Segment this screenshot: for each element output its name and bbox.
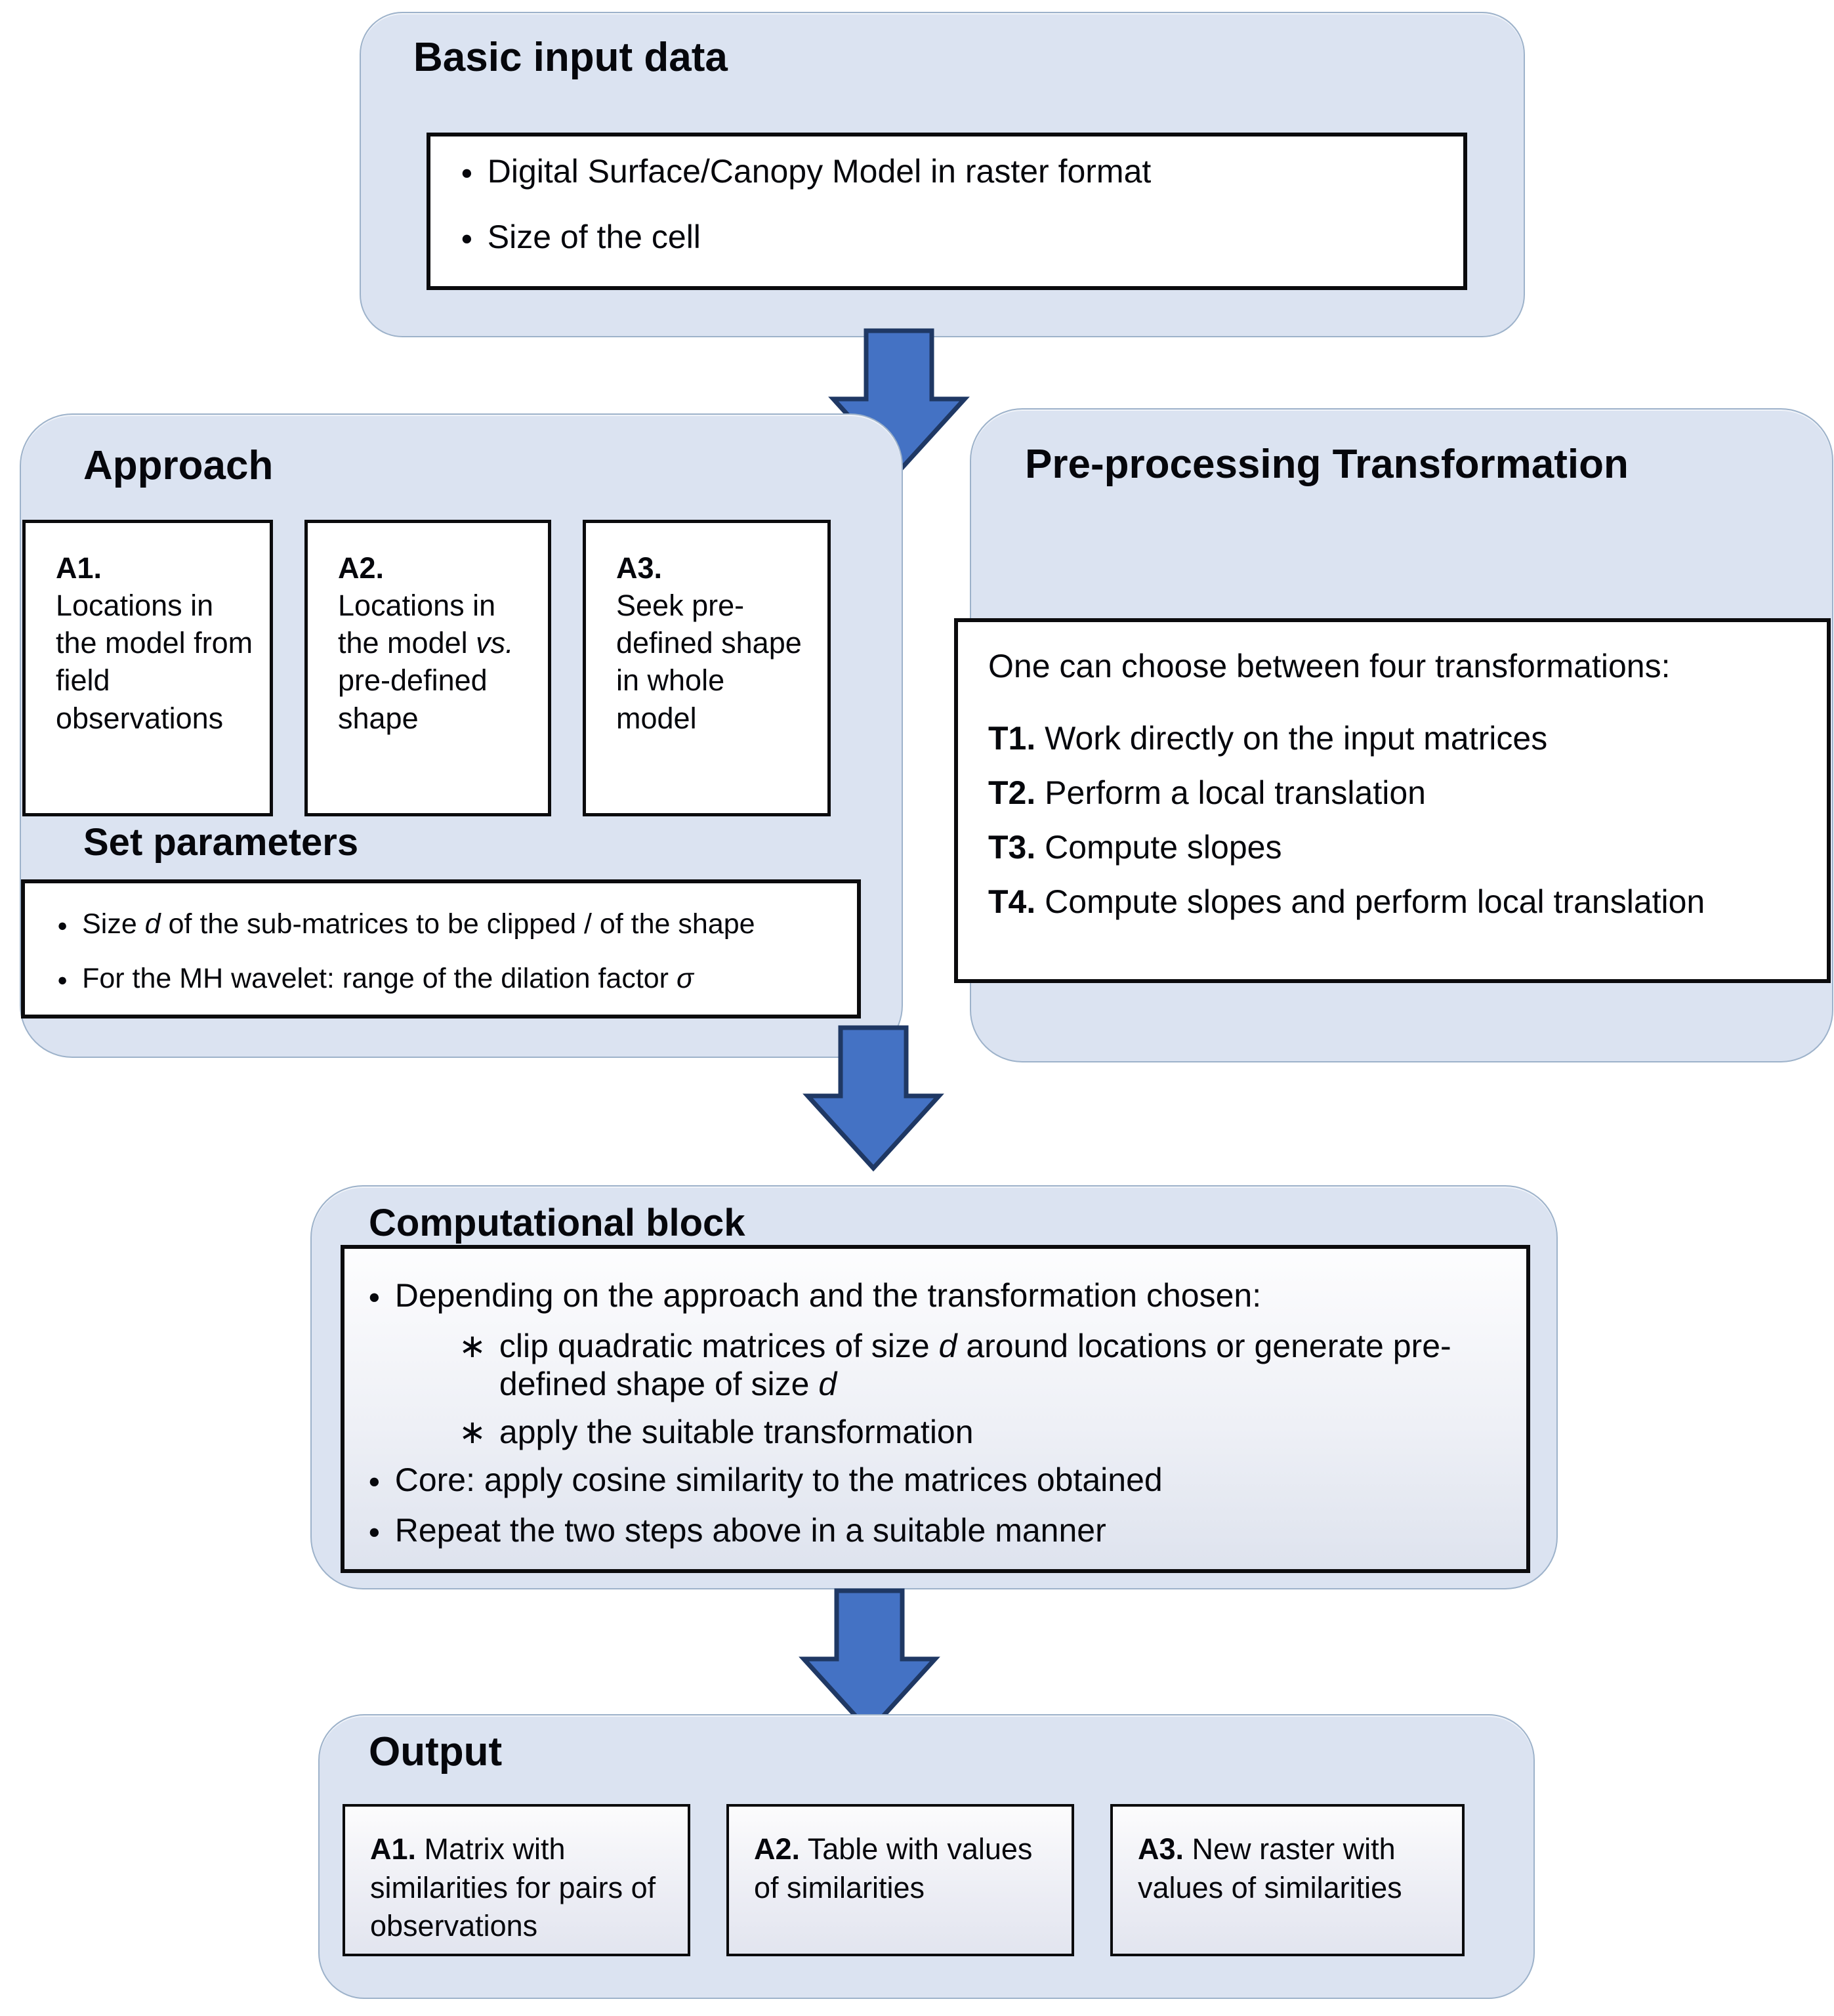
basic-input-box bbox=[427, 133, 1467, 290]
basic-input-list: ● Digital Surface/Canopy Model in raster… bbox=[461, 152, 1432, 284]
item-label: T2. bbox=[988, 774, 1036, 811]
approach-card-a3: A3. Seek pre-defined shape in whole mode… bbox=[583, 520, 831, 816]
list-item: ● Size d of the sub-matrices to be clipp… bbox=[57, 908, 831, 943]
bullet-dot-icon: ● bbox=[368, 1285, 381, 1308]
computational-list: ● Depending on the approach and the tran… bbox=[341, 1245, 1530, 1562]
card-text: Seek pre-defined shape in whole model bbox=[616, 589, 802, 735]
preprocessing-intro: One can choose between four transformati… bbox=[988, 648, 1671, 684]
list-item-text: apply the suitable transformation bbox=[499, 1414, 974, 1450]
card-label: A2. bbox=[754, 1832, 801, 1866]
computational-panel: Computational block ● Depending on the a… bbox=[310, 1185, 1558, 1589]
item-text: Perform a local translation bbox=[1045, 774, 1426, 811]
card-text: Table with values of similarities bbox=[754, 1832, 1033, 1904]
bullet-dot-icon: ● bbox=[57, 915, 68, 935]
output-card-a1: A1. Matrix with similarities for pairs o… bbox=[343, 1804, 690, 1956]
list-item: ● For the MH wavelet: range of the dilat… bbox=[57, 963, 831, 998]
list-item: ● Depending on the approach and the tran… bbox=[368, 1276, 1507, 1317]
list-item-text: clip quadratic matrices of size d around… bbox=[499, 1328, 1451, 1402]
bullet-dot-icon: ● bbox=[57, 970, 68, 990]
bullet-dot-icon: ● bbox=[368, 1469, 381, 1492]
down-arrow-icon bbox=[802, 1025, 944, 1171]
card-text: Locations in the model from field observ… bbox=[56, 589, 253, 735]
list-item-text: Size of the cell bbox=[487, 219, 701, 255]
list-item: T2. Perform a local translation bbox=[988, 774, 1811, 812]
list-item: ● Size of the cell bbox=[461, 218, 1432, 259]
card-text: Matrix with similarities for pairs of ob… bbox=[370, 1832, 656, 1942]
approach-panel: Approach A1. Locations in the model from… bbox=[20, 413, 903, 1058]
computational-title: Computational block bbox=[369, 1202, 745, 1244]
preprocessing-box bbox=[954, 618, 1831, 983]
list-item-text: Repeat the two steps above in a suitable… bbox=[394, 1512, 1106, 1549]
output-title: Output bbox=[369, 1729, 503, 1774]
set-parameters-title: Set parameters bbox=[83, 821, 359, 864]
list-item: ● Digital Surface/Canopy Model in raster… bbox=[461, 152, 1432, 193]
item-text: Compute slopes bbox=[1045, 829, 1282, 866]
item-text: Work directly on the input matrices bbox=[1045, 720, 1548, 757]
list-item-text: Depending on the approach and the transf… bbox=[394, 1277, 1262, 1314]
preprocessing-panel: Pre-processing Transformation One can ch… bbox=[954, 408, 1833, 1062]
approach-card-a2: A2. Locations in the model vs. pre-defin… bbox=[304, 520, 551, 816]
list-item: T3. Compute slopes bbox=[988, 828, 1811, 866]
card-label: A2. bbox=[338, 551, 385, 585]
card-text: New raster with values of similarities bbox=[1138, 1832, 1402, 1904]
card-label: A1. bbox=[370, 1832, 417, 1866]
list-item-text: For the MH wavelet: range of the dilatio… bbox=[82, 963, 694, 995]
list-item: ● Core: apply cosine similarity to the m… bbox=[368, 1461, 1507, 1502]
card-text: Locations in the model vs. pre-defined s… bbox=[338, 589, 514, 735]
asterisk-icon: ∗ bbox=[459, 1328, 486, 1364]
list-item: T4. Compute slopes and perform local tra… bbox=[988, 883, 1811, 921]
output-card-a3: A3. New raster with values of similariti… bbox=[1110, 1804, 1465, 1956]
card-label: A3. bbox=[616, 551, 663, 585]
basic-input-panel: Basic input data ● Digital Surface/Canop… bbox=[360, 12, 1525, 337]
bullet-dot-icon: ● bbox=[368, 1520, 381, 1543]
set-parameters-list: ● Size d of the sub-matrices to be clipp… bbox=[57, 908, 831, 1018]
bullet-dot-icon: ● bbox=[461, 226, 473, 249]
list-item: T1. Work directly on the input matrices bbox=[988, 719, 1811, 757]
card-label: A1. bbox=[56, 551, 102, 585]
output-card-a2: A2. Table with values of similarities bbox=[726, 1804, 1074, 1956]
list-item-text: Size d of the sub-matrices to be clipped… bbox=[82, 908, 755, 940]
sub-list-item: ∗ clip quadratic matrices of size d arou… bbox=[459, 1327, 1507, 1403]
list-item: ● Repeat the two steps above in a suitab… bbox=[368, 1511, 1507, 1552]
down-arrow-icon bbox=[828, 328, 970, 474]
approach-title: Approach bbox=[83, 443, 274, 488]
sub-list-item: ∗ apply the suitable transformation bbox=[459, 1413, 1507, 1451]
item-text: Compute slopes and perform local transla… bbox=[1045, 883, 1705, 920]
set-parameters-box bbox=[21, 879, 861, 1018]
bullet-dot-icon: ● bbox=[461, 161, 473, 184]
output-panel: Output A1. Matrix with similarities for … bbox=[318, 1714, 1535, 1999]
list-item-text: Digital Surface/Canopy Model in raster f… bbox=[487, 153, 1152, 190]
down-arrow-icon bbox=[799, 1588, 940, 1734]
asterisk-icon: ∗ bbox=[459, 1414, 486, 1450]
basic-input-title: Basic input data bbox=[413, 35, 728, 80]
item-label: T3. bbox=[988, 829, 1036, 866]
preprocessing-list: One can choose between four transformati… bbox=[954, 618, 1831, 937]
card-label: A3. bbox=[1138, 1832, 1184, 1866]
preprocessing-title: Pre-processing Transformation bbox=[1025, 442, 1629, 487]
item-label: T1. bbox=[988, 720, 1036, 757]
computational-box bbox=[341, 1245, 1530, 1573]
list-item-text: Core: apply cosine similarity to the mat… bbox=[394, 1461, 1163, 1498]
approach-card-a1: A1. Locations in the model from field ob… bbox=[22, 520, 273, 816]
item-label: T4. bbox=[988, 883, 1036, 920]
